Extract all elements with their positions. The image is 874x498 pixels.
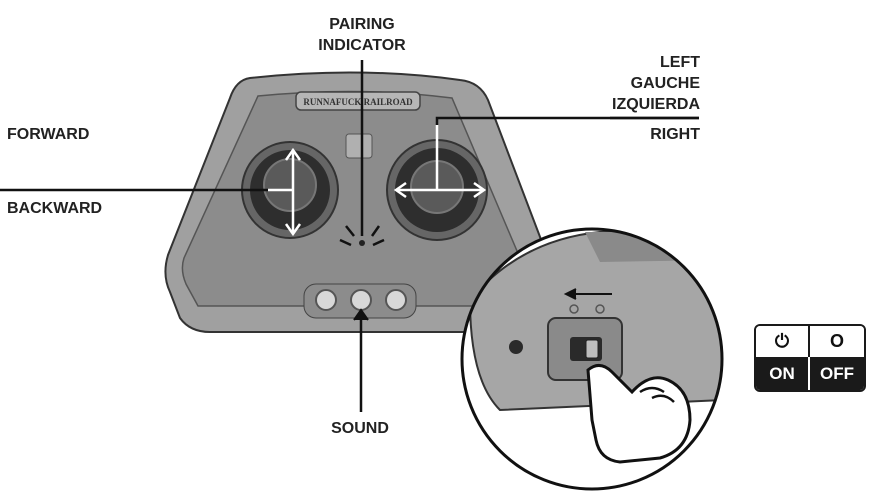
pairing-rays xyxy=(339,225,385,247)
brand-plate-text: RUNNAFUCK RAILROAD xyxy=(303,97,413,107)
left-label: LEFT GAUCHE IZQUIERDA xyxy=(612,54,700,113)
left-right-arrow xyxy=(393,125,487,199)
power-on-icon: ⏻ xyxy=(756,326,810,357)
magnify-circle xyxy=(460,227,724,491)
pairing-indicator-light xyxy=(359,240,365,246)
sound-button-2 xyxy=(350,289,372,311)
forward-label: FORWARD xyxy=(7,126,90,143)
pairing-indicator-label: PAIRING INDICATOR xyxy=(318,16,406,54)
backward-label: BACKWARD xyxy=(7,200,103,217)
sound-label: SOUND xyxy=(331,420,389,437)
off-label: OFF xyxy=(810,357,864,390)
right-label: RIGHT xyxy=(650,126,700,143)
on-label: ON xyxy=(756,357,810,390)
forward-backward-arrow xyxy=(268,147,302,237)
sound-button-1 xyxy=(315,289,337,311)
power-off-icon: O xyxy=(810,326,864,357)
power-badge: ⏻ O ON OFF xyxy=(754,324,866,392)
brand-plate xyxy=(295,91,421,111)
left-joystick xyxy=(263,158,317,212)
hand xyxy=(586,364,692,464)
power-switch xyxy=(585,339,599,359)
logo xyxy=(345,133,373,159)
sound-button-3 xyxy=(385,289,407,311)
